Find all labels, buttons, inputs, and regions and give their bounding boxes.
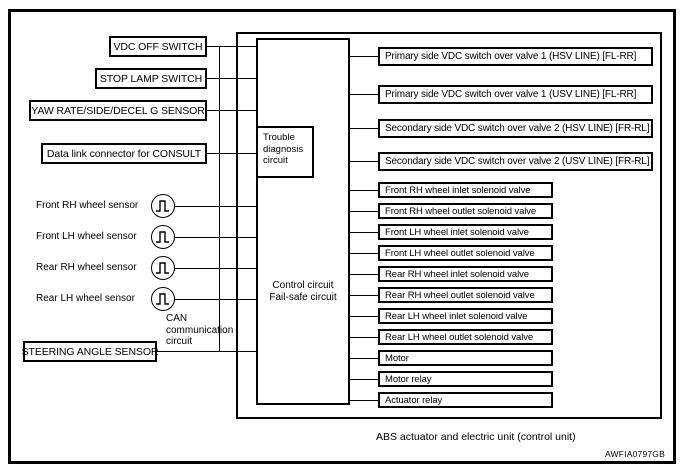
output-label-secondary-vdc-valve2-hsv: Secondary side VDC switch over valve 2 (… (385, 123, 650, 134)
stub-output-small-8 (350, 337, 378, 338)
wire-front-rh-wheel-sensor (175, 206, 256, 207)
stub-output-small-11 (350, 400, 378, 401)
output-label-motor-relay: Motor relay (385, 373, 432, 385)
output-box-front-rh-inlet-solenoid[interactable]: Front RH wheel inlet solenoid valve (378, 182, 553, 198)
control-circuit-label: Control circuit Fail-safe circuit (258, 280, 348, 304)
stub-output-small-3 (350, 232, 378, 233)
output-box-primary-vdc-valve1-hsv[interactable]: Primary side VDC switch over valve 1 (HS… (378, 47, 653, 66)
output-box-secondary-vdc-valve2-usv[interactable]: Secondary side VDC switch over valve 2 (… (378, 152, 653, 171)
output-box-rear-lh-outlet-solenoid[interactable]: Rear LH wheel outlet solenoid valve (378, 329, 553, 345)
wire-rear-lh-wheel-sensor (175, 299, 256, 300)
trouble-diagnosis-circuit-box: Trouble diagnosis circuit (256, 126, 314, 178)
input-label-vdc-off-switch: VDC OFF SWITCH (113, 40, 203, 53)
wire-yaw-rate-sensor (207, 110, 256, 111)
pulse-wave-sensor-icon (151, 287, 175, 311)
input-box-data-link-connector[interactable]: Data link connector for CONSULT (41, 143, 207, 164)
trouble-diagnosis-line2: diagnosis (263, 143, 304, 155)
output-label-rear-lh-outlet-solenoid: Rear LH wheel outlet solenoid valve (385, 331, 534, 343)
pulse-wave-sensor-icon (151, 194, 175, 218)
output-box-motor[interactable]: Motor (378, 350, 553, 366)
pulse-wave-sensor-icon (151, 225, 175, 249)
wheel-sensor-label-front-lh: Front LH wheel sensor (36, 231, 137, 242)
output-label-rear-lh-inlet-solenoid: Rear LH wheel inlet solenoid valve (385, 310, 528, 322)
page-border (8, 9, 676, 464)
output-box-actuator-relay[interactable]: Actuator relay (378, 392, 553, 408)
output-box-front-lh-outlet-solenoid[interactable]: Front LH wheel outlet solenoid valve (378, 245, 553, 261)
stub-output-small-9 (350, 358, 378, 359)
output-label-rear-rh-inlet-solenoid: Rear RH wheel inlet solenoid valve (385, 268, 529, 280)
output-box-rear-rh-outlet-solenoid[interactable]: Rear RH wheel outlet solenoid valve (378, 287, 553, 303)
output-label-secondary-vdc-valve2-usv: Secondary side VDC switch over valve 2 (… (385, 156, 650, 167)
output-label-motor: Motor (385, 352, 409, 364)
output-box-front-lh-inlet-solenoid[interactable]: Front LH wheel inlet solenoid valve (378, 224, 553, 240)
input-label-steering-angle-sensor: STEERING ANGLE SENSOR (21, 345, 159, 358)
left-bus-vertical (219, 46, 220, 351)
stub-output-small-1 (350, 190, 378, 191)
stub-output-large-3 (350, 128, 378, 129)
wheel-sensor-label-rear-lh: Rear LH wheel sensor (36, 293, 135, 304)
output-label-front-lh-inlet-solenoid: Front LH wheel inlet solenoid valve (385, 226, 529, 238)
input-label-stop-lamp-switch: STOP LAMP SWITCH (99, 72, 203, 85)
can-communication-circuit-label: CAN communication circuit (166, 313, 236, 348)
input-box-vdc-off-switch[interactable]: VDC OFF SWITCH (109, 36, 207, 57)
abs-actuator-unit-outer-box (236, 32, 662, 419)
stub-output-small-6 (350, 295, 378, 296)
output-box-primary-vdc-valve1-usv[interactable]: Primary side VDC switch over valve 1 (US… (378, 85, 653, 104)
output-box-front-rh-outlet-solenoid[interactable]: Front RH wheel outlet solenoid valve (378, 203, 553, 219)
stub-output-small-10 (350, 379, 378, 380)
pulse-wave-sensor-icon (151, 256, 175, 280)
wire-stop-lamp-switch (207, 78, 256, 79)
wire-vdc-off-switch (207, 46, 256, 47)
trouble-diagnosis-line3: circuit (263, 155, 288, 166)
wire-rear-rh-wheel-sensor (175, 268, 256, 269)
stub-output-small-7 (350, 316, 378, 317)
stub-output-large-4 (350, 161, 378, 162)
stub-output-small-2 (350, 211, 378, 212)
input-box-steering-angle-sensor[interactable]: STEERING ANGLE SENSOR (21, 341, 159, 362)
output-label-primary-vdc-valve1-hsv: Primary side VDC switch over valve 1 (HS… (385, 51, 637, 62)
output-box-secondary-vdc-valve2-hsv[interactable]: Secondary side VDC switch over valve 2 (… (378, 119, 653, 138)
figure-id: AWFIA0797GB (605, 449, 665, 459)
can-label-line2: communication (166, 324, 234, 336)
can-label-line3: circuit (166, 336, 193, 347)
wire-data-link-connector (207, 153, 256, 154)
input-label-data-link-connector: Data link connector for CONSULT (46, 147, 202, 160)
output-box-rear-lh-inlet-solenoid[interactable]: Rear LH wheel inlet solenoid valve (378, 308, 553, 324)
diagram-caption: ABS actuator and electric unit (control … (376, 431, 576, 443)
control-circuit-box: Control circuit Fail-safe circuit (256, 38, 350, 405)
input-box-stop-lamp-switch[interactable]: STOP LAMP SWITCH (95, 68, 207, 89)
wheel-sensor-label-front-rh: Front RH wheel sensor (36, 200, 139, 211)
output-label-front-rh-inlet-solenoid: Front RH wheel inlet solenoid valve (385, 184, 531, 196)
input-label-yaw-rate-side-decel-g-sensor: YAW RATE/SIDE/DECEL G SENSOR (31, 104, 205, 117)
output-label-front-lh-outlet-solenoid: Front LH wheel outlet solenoid valve (385, 247, 535, 259)
wire-steering-angle-sensor (157, 351, 256, 352)
control-circuit-label-line1: Control circuit (272, 280, 334, 291)
wheel-sensor-label-rear-rh: Rear RH wheel sensor (36, 262, 137, 273)
trouble-diagnosis-line1: Trouble (263, 132, 295, 143)
output-label-front-rh-outlet-solenoid: Front RH wheel outlet solenoid valve (385, 205, 537, 217)
output-label-rear-rh-outlet-solenoid: Rear RH wheel outlet solenoid valve (385, 289, 535, 301)
wire-front-lh-wheel-sensor (175, 237, 256, 238)
stub-output-small-4 (350, 253, 378, 254)
input-box-yaw-rate-side-decel-g-sensor[interactable]: YAW RATE/SIDE/DECEL G SENSOR (29, 100, 207, 121)
stub-output-small-5 (350, 274, 378, 275)
output-box-rear-rh-inlet-solenoid[interactable]: Rear RH wheel inlet solenoid valve (378, 266, 553, 282)
stub-output-large-1 (350, 56, 378, 57)
output-label-actuator-relay: Actuator relay (385, 394, 443, 406)
output-label-primary-vdc-valve1-usv: Primary side VDC switch over valve 1 (US… (385, 89, 637, 100)
output-box-motor-relay[interactable]: Motor relay (378, 371, 553, 387)
can-label-line1: CAN (166, 313, 188, 324)
control-circuit-label-line2: Fail-safe circuit (269, 292, 337, 303)
stub-output-large-2 (350, 94, 378, 95)
